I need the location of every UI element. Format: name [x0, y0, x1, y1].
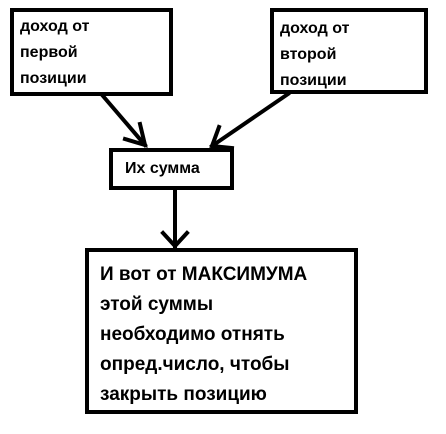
node-result-label: И вот от МАКСИМУМА этой суммы необходимо…	[100, 264, 308, 405]
arrow-first-to-sum	[100, 93, 148, 148]
arrow-sum-to-result	[160, 188, 190, 249]
node-first-position-income: доход от первой позиции	[10, 8, 173, 96]
node-second-position-income-label: доход от второй позиции	[280, 20, 350, 89]
arrow-second-to-sum	[209, 91, 291, 151]
node-second-position-income: доход от второй позиции	[270, 8, 428, 94]
node-first-position-income-label: доход от первой позиции	[20, 18, 90, 87]
node-result: И вот от МАКСИМУМА этой суммы необходимо…	[85, 248, 358, 414]
node-sum: Их сумма	[109, 148, 234, 190]
node-sum-label: Их сумма	[125, 160, 200, 177]
